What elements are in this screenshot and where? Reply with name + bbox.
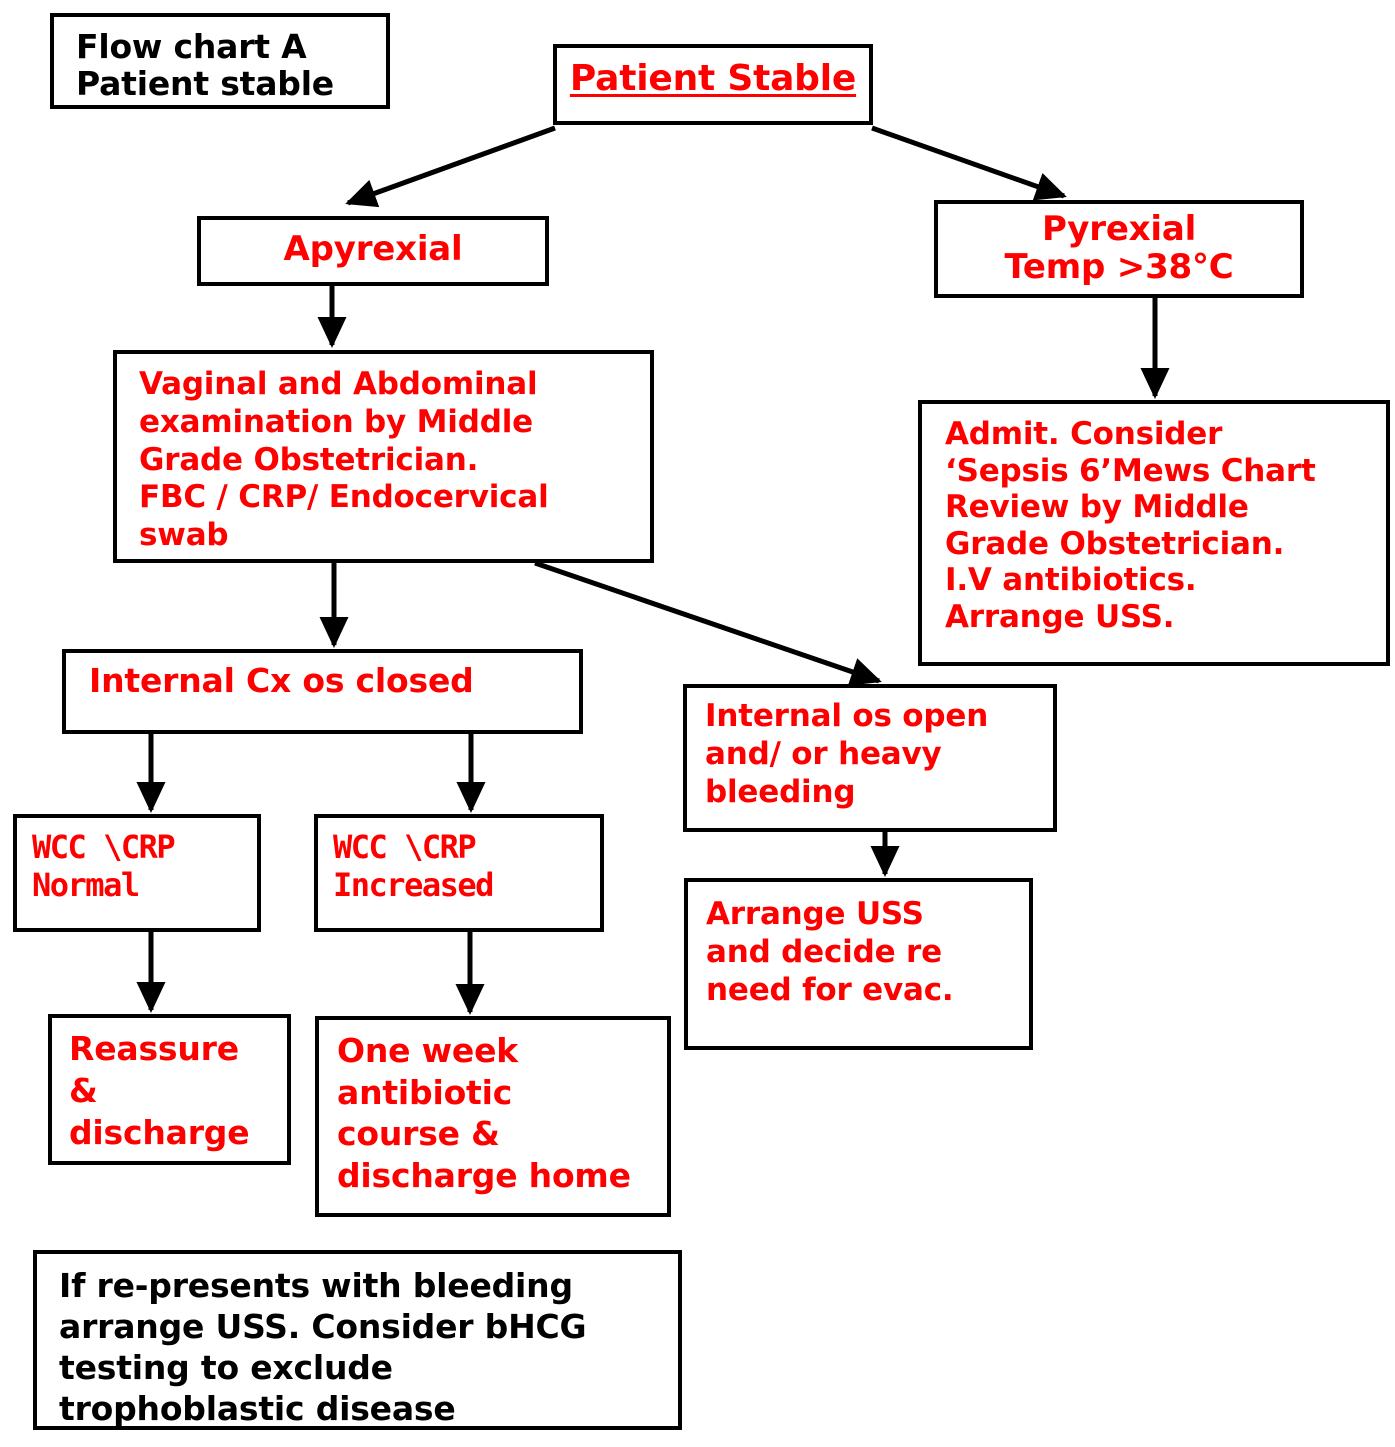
edge-root-to-pyrexial: [871, 125, 1067, 201]
node-reassure-and-discharge-label: Reassure & discharge: [69, 1029, 250, 1153]
node-apyrexial[interactable]: Apyrexial: [197, 216, 549, 286]
node-pyrexial[interactable]: Pyrexial Temp >38°C: [934, 200, 1304, 298]
node-if-re-presents-label: If re-presents with bleeding arrange USS…: [59, 1266, 587, 1428]
node-wcc-crp-normal-label: WCC \CRP Normal: [32, 828, 176, 905]
edge-root-to-apyrexial: [345, 125, 556, 208]
node-internal-os-open-label: Internal os open and/ or heavy bleeding: [705, 698, 989, 810]
node-pyrexial-label: Pyrexial Temp >38°C: [1004, 209, 1234, 288]
node-internal-cx-os-closed[interactable]: Internal Cx os closed: [62, 649, 583, 734]
node-internal-cx-os-closed-label: Internal Cx os closed: [89, 661, 474, 700]
node-patient-stable[interactable]: Patient Stable: [553, 44, 873, 125]
node-arrange-uss-decide-evac-label: Arrange USS and decide re need for evac.: [706, 896, 954, 1008]
node-vaginal-abdominal-examination-label: Vaginal and Abdominal examination by Mid…: [139, 366, 549, 554]
node-if-re-presents: If re-presents with bleeding arrange USS…: [33, 1250, 682, 1430]
node-internal-os-open[interactable]: Internal os open and/ or heavy bleeding: [683, 684, 1057, 832]
node-one-week-antibiotic[interactable]: One week antibiotic course & discharge h…: [315, 1016, 671, 1217]
legend-box: Flow chart A Patient stable: [50, 13, 390, 109]
node-wcc-crp-increased[interactable]: WCC \CRP Increased: [314, 814, 604, 932]
node-wcc-crp-normal[interactable]: WCC \CRP Normal: [13, 814, 261, 932]
node-arrange-uss-decide-evac[interactable]: Arrange USS and decide re need for evac.: [684, 878, 1033, 1050]
node-vaginal-abdominal-examination[interactable]: Vaginal and Abdominal examination by Mid…: [113, 350, 654, 563]
node-one-week-antibiotic-label: One week antibiotic course & discharge h…: [337, 1031, 631, 1195]
node-reassure-and-discharge[interactable]: Reassure & discharge: [48, 1014, 291, 1165]
legend-text: Flow chart A Patient stable: [76, 27, 334, 103]
node-apyrexial-label: Apyrexial: [283, 229, 463, 269]
node-admit-sepsis-six[interactable]: Admit. Consider ‘Sepsis 6’Mews Chart Rev…: [918, 400, 1390, 666]
node-wcc-crp-increased-label: WCC \CRP Increased: [333, 828, 494, 905]
node-admit-sepsis-six-label: Admit. Consider ‘Sepsis 6’Mews Chart Rev…: [945, 416, 1316, 635]
edge-exam-to-osopen: [534, 560, 882, 686]
node-patient-stable-label: Patient Stable: [569, 58, 857, 99]
